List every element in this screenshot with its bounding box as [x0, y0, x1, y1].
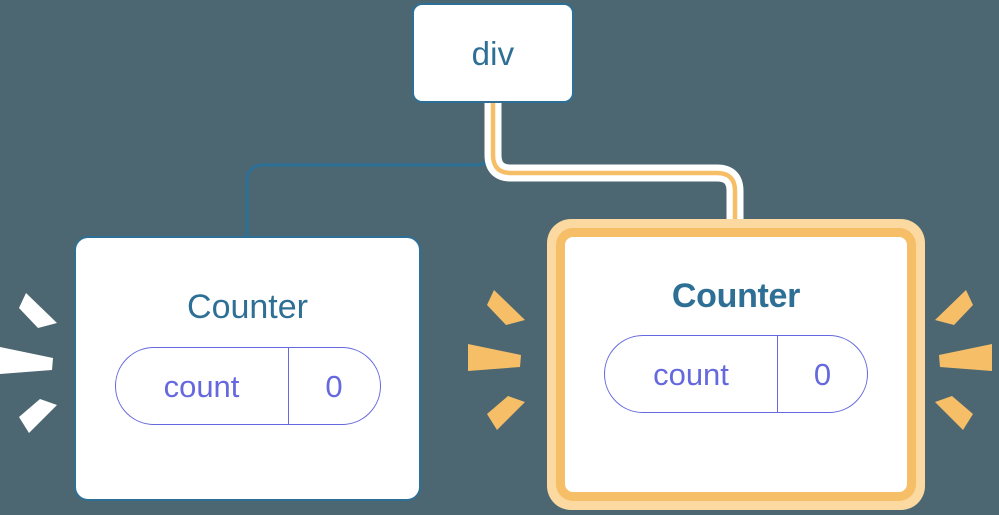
- node-counter-b-label: Counter: [671, 277, 801, 315]
- edge-div-to-counter-b: [490, 103, 738, 230]
- state-pill-key: count: [605, 336, 778, 412]
- node-counter-a[interactable]: Counter count 0: [74, 236, 421, 501]
- node-div[interactable]: div: [412, 3, 574, 103]
- state-pill-value: 0: [813, 356, 832, 392]
- state-pill-counter-a: count 0: [114, 347, 381, 425]
- edge-div-to-counter-b-halo: [484, 103, 744, 230]
- state-pill-value: 0: [325, 368, 343, 404]
- edge-div-to-counter-a: [245, 101, 495, 238]
- node-counter-b-highlight-ring: Counter count 0: [556, 228, 916, 501]
- state-pill-counter-b: count 0: [604, 335, 868, 413]
- node-div-label: div: [471, 34, 515, 72]
- node-counter-b[interactable]: Counter count 0: [547, 219, 925, 510]
- node-counter-a-label: Counter: [187, 288, 308, 326]
- state-pill-key: count: [116, 348, 289, 424]
